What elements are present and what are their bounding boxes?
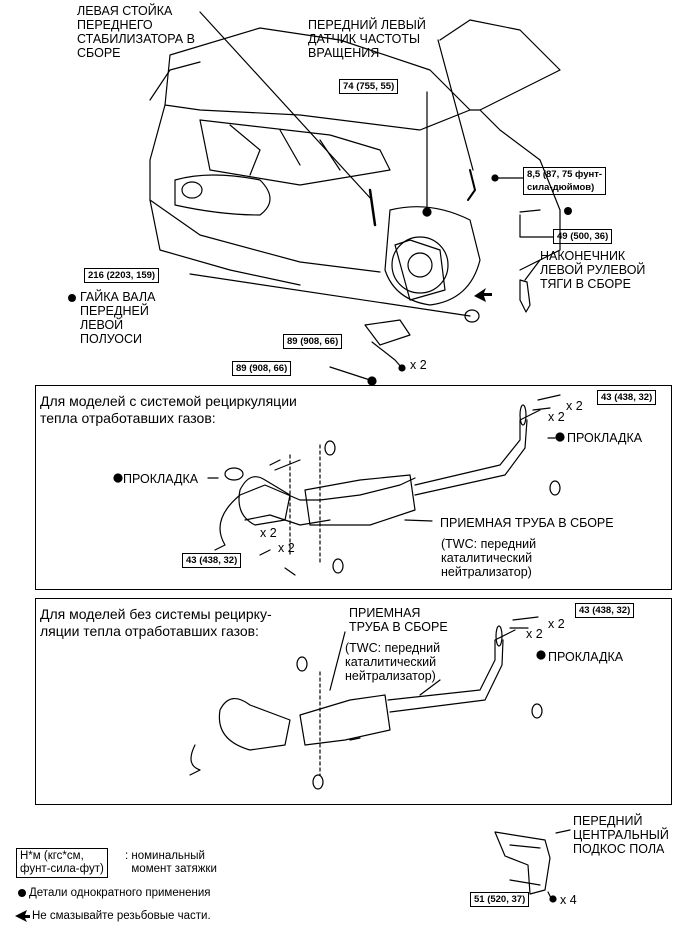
- panel1-pipe-label: ПРИЕМНАЯ ТРУБА В СБОРЕ: [440, 516, 614, 530]
- torque-spec-89-a: 89 (908, 66): [283, 334, 343, 349]
- single-use-bullet-icon: [68, 294, 76, 302]
- no-lube-arrow-icon: [474, 288, 492, 302]
- panel1-x2-d: x 2: [278, 541, 295, 555]
- label-floor-brace: ПЕРЕДНИЙ ЦЕНТРАЛЬНЫЙ ПОДКОС ПОЛА: [573, 814, 669, 856]
- p1-pipe-to-rear: [414, 409, 541, 486]
- engine-cover: [199, 119, 391, 186]
- torque-spec-51: 51 (520, 37): [470, 892, 530, 907]
- p1-manifold: [238, 476, 291, 526]
- panel1-torque-front: 43 (438, 32): [182, 553, 242, 568]
- label-left-stabilizer-link: ЛЕВАЯ СТОЙКА ПЕРЕДНЕГО СТАБИЛИЗАТОРА В С…: [77, 4, 195, 60]
- car-emblem: [181, 181, 203, 199]
- panel1-x2-b: x 2: [548, 410, 565, 424]
- panel2-twc-label: (TWC: передний каталитический нейтрализа…: [345, 641, 441, 683]
- p2-hanger-b: [312, 774, 324, 790]
- lower-bracket: [364, 319, 411, 346]
- legend-bullet-icon: [18, 889, 26, 897]
- quantity-x2-top: x 2: [410, 358, 427, 372]
- car-fender: [479, 109, 561, 271]
- p2-converter: [299, 694, 391, 746]
- wheel-well: [384, 206, 481, 306]
- legend-no-lube-arrow-icon: [15, 910, 30, 922]
- floor-brace: [494, 831, 551, 895]
- p1-gasket-right: [519, 404, 527, 426]
- panel2-gasket-right: ПРОКЛАДКА: [548, 650, 624, 664]
- torque-spec-216: 216 (2203, 159): [84, 268, 160, 283]
- torque-spec-49: 49 (500, 36): [553, 229, 613, 244]
- panel1-title: Для моделей с системой рециркуляции тепл…: [40, 393, 297, 426]
- stabilizer-link: [368, 188, 377, 227]
- car-body: [149, 61, 381, 273]
- label-front-left-speed-sensor: ПЕРЕДНИЙ ЛЕВЫЙ ДАТЧИК ЧАСТОТЫ ВРАЩЕНИЯ: [308, 18, 426, 60]
- label-axle-shaft-nut: ГАЙКА ВАЛА ПЕРЕДНЕЙ ЛЕВОЙ ПОЛУОСИ: [80, 290, 156, 346]
- panel1-x2-c: x 2: [260, 526, 277, 540]
- p1-hanger-c: [549, 480, 561, 496]
- p2-sensor-wire: [189, 744, 201, 776]
- car-hood: [164, 27, 471, 131]
- panel2-torque-rear: 43 (438, 32): [575, 603, 635, 618]
- panel1-x2-a: x 2: [566, 399, 583, 413]
- axle-nut: [464, 309, 480, 323]
- panel1-torque-rear: 43 (438, 32): [597, 390, 657, 405]
- legend-torque-units-box: Н*м (кгс*см, фунт-сила-фут): [16, 848, 108, 878]
- legend-no-lube: Не смазывайте резьбовые части.: [32, 910, 211, 922]
- brake-disc: [391, 236, 449, 294]
- p2-hanger-a: [296, 656, 308, 672]
- single-use-bullet-icon-2: [564, 207, 572, 215]
- p2-manifold: [218, 698, 291, 751]
- p1-hanger-a: [324, 440, 336, 456]
- p1-converter: [304, 474, 416, 526]
- p1-sensor-wire: [214, 494, 241, 551]
- legend-torque-desc: : номинальный момент затяжки: [125, 850, 217, 875]
- panel-without-egr: [35, 598, 672, 805]
- car-bumper: [149, 199, 301, 286]
- panel1-gasket-right: ПРОКЛАДКА: [567, 431, 643, 445]
- p2-gasket-right: [495, 625, 503, 647]
- torque-spec-89-b: 89 (908, 66): [232, 361, 292, 376]
- panel2-x2-a: x 2: [548, 617, 565, 631]
- p1-hanger-b: [332, 558, 344, 574]
- panel2-title: Для моделей без системы рецирку- ляции т…: [40, 606, 272, 639]
- torque-spec-8-5: 8,5 (87, 75 фунт- сила-дюймов): [523, 167, 607, 195]
- speed-sensor: [467, 169, 476, 201]
- p2-hanger-c: [531, 703, 543, 719]
- panel2-pipe-label: ПРИЕМНАЯ ТРУБА В СБОРЕ: [349, 606, 448, 634]
- label-tie-rod-end: НАКОНЕЧНИК ЛЕВОЙ РУЛЕВОЙ ТЯГИ В СБОРЕ: [540, 249, 646, 291]
- panel2-x2-b: x 2: [526, 627, 543, 641]
- car-headlight: [174, 174, 271, 216]
- panel1-twc-label: (TWC: передний каталитический нейтрализа…: [441, 537, 537, 579]
- quantity-x4: x 4: [560, 893, 577, 907]
- torque-spec-74: 74 (755, 55): [339, 79, 399, 94]
- p1-gasket-left: [224, 467, 244, 481]
- legend-single-use: Детали однократного применения: [29, 887, 211, 899]
- tie-rod-end: [519, 279, 531, 313]
- car-windshield: [439, 19, 561, 111]
- panel-with-egr: [35, 385, 672, 590]
- panel1-gasket-left: ПРОКЛАДКА: [123, 472, 199, 486]
